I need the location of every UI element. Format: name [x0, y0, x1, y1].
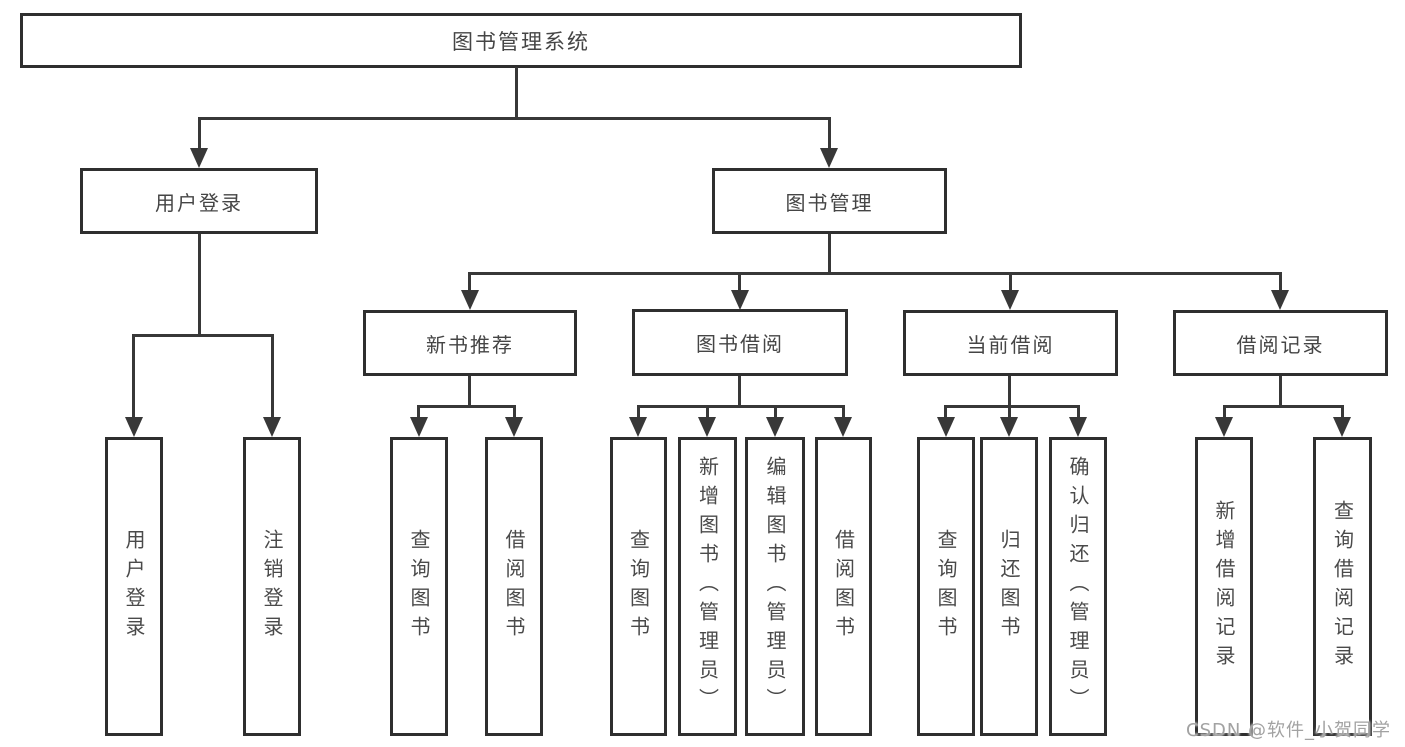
- connector-bw-bus: [637, 405, 845, 408]
- connector-rec-child1-stem: [1223, 405, 1226, 418]
- node-user-login-label: 用户登录: [155, 190, 243, 215]
- arrow-bw-child3-icon: [766, 417, 784, 437]
- arrow-rec-child2-icon: [1333, 417, 1351, 437]
- connector-to-mgmt-stem: [828, 117, 831, 148]
- leaf-rec-add-record-label: 新增借阅记录: [1212, 499, 1236, 674]
- node-new-book-recommend-label: 新书推荐: [426, 332, 514, 357]
- leaf-logout: 注销登录: [243, 437, 301, 736]
- csdn-watermark: CSDN @软件_小贺同学: [1186, 720, 1392, 741]
- connector-nb-child1-stem: [417, 405, 420, 418]
- arrow-bw-child4-icon: [834, 417, 852, 437]
- leaf-rec-query-record-label: 查询借阅记录: [1330, 499, 1355, 674]
- connector-nb-child2-stem: [513, 405, 516, 418]
- connector-to-login-stem: [198, 117, 201, 148]
- arrow-to-cur-icon: [1001, 290, 1019, 310]
- connector-login-child2-stem: [271, 334, 274, 417]
- leaf-user-login-label: 用户登录: [122, 528, 146, 645]
- connector-mgmt-bus: [468, 272, 1281, 275]
- arrow-cur-child2-icon: [1000, 417, 1018, 437]
- arrow-bw-child2-icon: [698, 417, 716, 437]
- leaf-bw-edit-book-admin-label: 编辑图书（管理员）: [763, 456, 787, 717]
- connector-rec-stem: [1279, 376, 1282, 407]
- leaf-cur-return-book: 归还图书: [980, 437, 1038, 736]
- connector-bw-stem: [738, 376, 741, 407]
- connector-to-cur-stem: [1009, 272, 1012, 290]
- arrow-to-mgmt-icon: [820, 148, 838, 168]
- arrow-to-nb-icon: [461, 290, 479, 310]
- connector-bw-child4-stem: [842, 405, 845, 418]
- arrow-bw-child1-icon: [629, 417, 647, 437]
- leaf-rec-add-record: 新增借阅记录: [1195, 437, 1253, 736]
- arrow-cur-child3-icon: [1069, 417, 1087, 437]
- node-book-management-label: 图书管理: [785, 190, 874, 215]
- leaf-bw-query-book: 查询图书: [610, 437, 667, 736]
- connector-rec-bus: [1223, 405, 1344, 408]
- leaf-logout-label: 注销登录: [260, 528, 284, 645]
- connector-nb-stem: [468, 376, 471, 407]
- node-user-login: 用户登录: [80, 168, 318, 234]
- arrow-to-bw-icon: [731, 290, 749, 310]
- leaf-nb-query-book: 查询图书: [390, 437, 448, 736]
- node-book-management: 图书管理: [712, 168, 947, 234]
- leaf-user-login: 用户登录: [105, 437, 163, 736]
- node-root-label: 图书管理系统: [452, 29, 590, 54]
- leaf-bw-borrow-book: 借阅图书: [815, 437, 872, 736]
- leaf-nb-borrow-book: 借阅图书: [485, 437, 543, 736]
- connector-bw-child3-stem: [774, 405, 777, 418]
- arrow-cur-child1-icon: [937, 417, 955, 437]
- node-book-borrow-label: 图书借阅: [696, 332, 784, 356]
- leaf-bw-add-book-admin-label: 新增图书（管理员）: [695, 456, 720, 717]
- connector-cur-child1-stem: [944, 405, 947, 418]
- connector-cur-child2-stem: [1008, 405, 1011, 418]
- leaf-cur-query-book: 查询图书: [917, 437, 975, 736]
- connector-cur-child3-stem: [1077, 405, 1080, 418]
- node-book-borrow: 图书借阅: [632, 309, 848, 376]
- connector-to-bw-stem: [738, 272, 741, 290]
- leaf-bw-borrow-book-label: 借阅图书: [831, 528, 856, 645]
- connector-login-bus: [132, 334, 273, 337]
- leaf-nb-query-book-label: 查询图书: [407, 528, 431, 645]
- connector-bw-child2-stem: [706, 405, 709, 418]
- leaf-bw-query-book-label: 查询图书: [626, 528, 651, 645]
- leaf-cur-confirm-return-admin-label: 确认归还（管理员）: [1066, 456, 1090, 717]
- leaf-nb-borrow-book-label: 借阅图书: [502, 528, 526, 645]
- arrow-login-child1-icon: [125, 417, 143, 437]
- arrow-nb-child1-icon: [410, 417, 428, 437]
- connector-to-rec-stem: [1279, 272, 1282, 290]
- connector-to-nb-stem: [468, 272, 471, 290]
- arrow-login-child2-icon: [263, 417, 281, 437]
- leaf-cur-confirm-return-admin: 确认归还（管理员）: [1049, 437, 1107, 736]
- connector-rec-child2-stem: [1341, 405, 1344, 418]
- leaf-bw-add-book-admin: 新增图书（管理员）: [678, 437, 737, 736]
- connector-nb-bus: [417, 405, 516, 408]
- arrow-nb-child2-icon: [505, 417, 523, 437]
- connector-bw-child1-stem: [637, 405, 640, 418]
- node-borrow-records: 借阅记录: [1173, 310, 1388, 376]
- node-borrow-records-label: 借阅记录: [1236, 332, 1325, 357]
- connector-mgmt-stem: [828, 234, 831, 274]
- arrow-to-rec-icon: [1271, 290, 1289, 310]
- arrow-rec-child1-icon: [1215, 417, 1233, 437]
- leaf-cur-query-book-label: 查询图书: [934, 528, 958, 645]
- connector-login-child1-stem: [132, 334, 135, 417]
- node-current-borrow-label: 当前借阅: [966, 332, 1055, 357]
- connector-cur-bus: [944, 405, 1080, 408]
- connector-cur-stem: [1008, 376, 1011, 407]
- connector-login-stem: [198, 234, 201, 336]
- leaf-bw-edit-book-admin: 编辑图书（管理员）: [745, 437, 805, 736]
- node-root-system: 图书管理系统: [20, 13, 1022, 68]
- leaf-rec-query-record: 查询借阅记录: [1313, 437, 1372, 736]
- node-new-book-recommend: 新书推荐: [363, 310, 577, 376]
- connector-root-stem: [515, 67, 518, 119]
- leaf-cur-return-book-label: 归还图书: [997, 528, 1021, 645]
- connector-root-bus: [198, 117, 831, 120]
- node-current-borrow: 当前借阅: [903, 310, 1118, 376]
- arrow-to-login-icon: [190, 148, 208, 168]
